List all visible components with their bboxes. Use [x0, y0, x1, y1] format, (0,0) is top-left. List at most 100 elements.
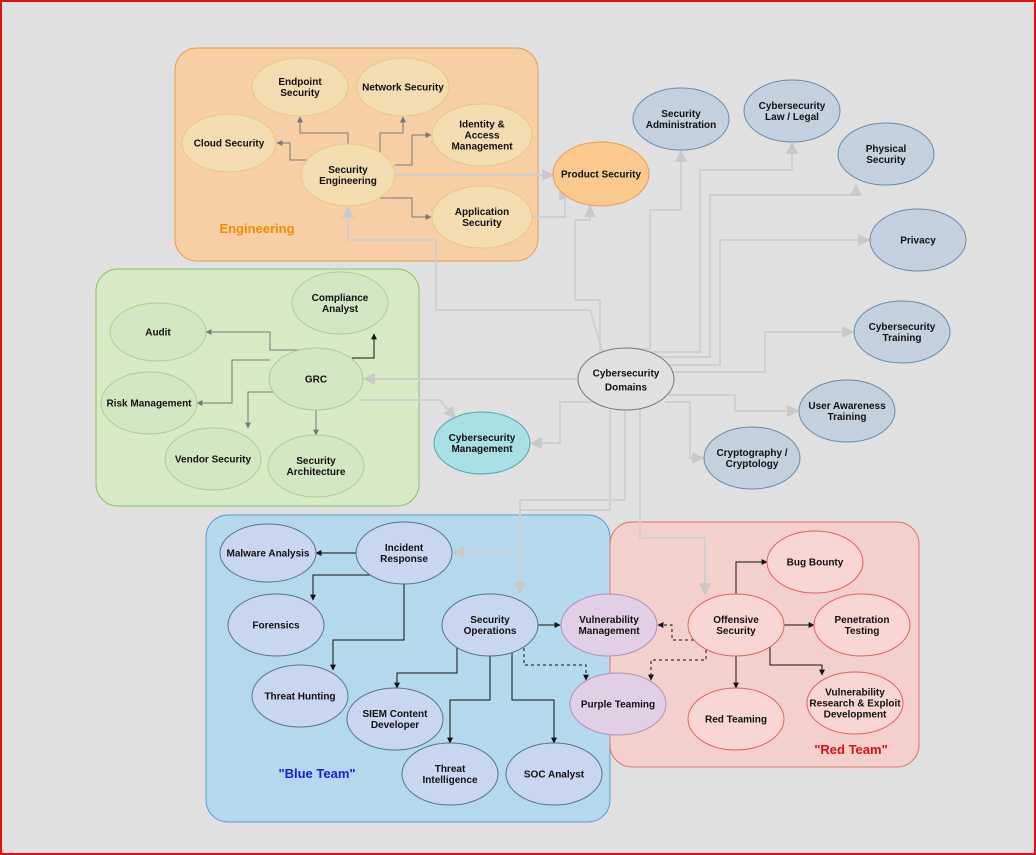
edge-seceng-iam [395, 132, 432, 166]
node-cloud[interactable]: Cloud Security [181, 113, 277, 173]
node-bounty[interactable]: Bug Bounty [766, 530, 864, 594]
node-risk[interactable]: Risk Management [100, 371, 198, 435]
edge-offsec-vulnresearch [769, 646, 825, 676]
edge-secops-ti [447, 656, 491, 744]
node-audit[interactable]: Audit [109, 302, 207, 362]
node-label-soc: SOC Analyst [524, 770, 585, 781]
edge-center-privacy [660, 234, 871, 366]
edge-center-crypto [665, 401, 705, 464]
edge-secops-soc [511, 652, 557, 744]
edge-grcnode-audit [205, 329, 300, 351]
node-label-vendor: Vendor Security [175, 455, 252, 466]
edge-center-secops [514, 411, 626, 595]
group-label-red: "Red Team" [814, 742, 888, 757]
node-label-bounty: Bug Bounty [787, 558, 844, 569]
node-label-cloud: Cloud Security [194, 139, 265, 150]
node-label-audit: Audit [145, 328, 171, 339]
node-grcnode[interactable]: GRC [268, 347, 364, 411]
edge-secops-siem [394, 647, 458, 689]
node-label-redteam: Red Teaming [705, 715, 767, 726]
node-label-risk: Risk Management [106, 399, 192, 410]
node-network[interactable]: Network Security [356, 57, 450, 117]
node-label-grcnode: GRC [305, 375, 327, 386]
node-forensics[interactable]: Forensics [227, 593, 325, 657]
edge-center-training [670, 326, 855, 373]
node-product[interactable]: Product Security [552, 141, 650, 207]
edge-grcnode-vendor [245, 391, 275, 429]
edge-offsec-purple [648, 650, 707, 681]
node-soc[interactable]: SOC Analyst [505, 742, 603, 806]
edge-center-awareness [668, 394, 800, 417]
node-label-product: Product Security [561, 170, 641, 181]
edge-center-law [640, 141, 798, 353]
group-label-engineering: Engineering [219, 221, 294, 236]
node-label-network: Network Security [362, 83, 444, 94]
group-blue: "Blue Team" [205, 514, 611, 823]
node-label-crypto: Cryptography /Cryptology [716, 448, 787, 470]
node-redteam[interactable]: Red Teaming [687, 687, 785, 751]
node-malware[interactable]: Malware Analysis [219, 523, 317, 583]
node-label-forensics: Forensics [252, 621, 300, 632]
node-purple[interactable]: Purple Teaming [569, 672, 667, 736]
edge-ir-hunting [330, 584, 405, 671]
edge-center-physical [650, 183, 862, 358]
node-vendor[interactable]: Vendor Security [164, 427, 262, 491]
node-crypto[interactable]: Cryptography /Cryptology [703, 426, 801, 490]
edge-center-secadmin [635, 149, 687, 350]
group-label-blue: "Blue Team" [278, 766, 355, 781]
edge-grcnode-cybermgmt [360, 399, 456, 419]
edge-offsec-vulnmgmt [657, 622, 700, 641]
edge-grcnode-risk [196, 359, 270, 406]
edge-center-offsec [639, 409, 711, 596]
edge-center-product [574, 204, 601, 366]
edge-ir-forensics [310, 574, 370, 601]
node-hunting[interactable]: Threat Hunting [251, 664, 349, 728]
node-privacy[interactable]: Privacy [869, 208, 967, 272]
edge-grcnode-compliance [352, 333, 377, 359]
node-label-privacy: Privacy [900, 236, 936, 247]
edge-secops-purple [523, 648, 589, 681]
edge-seceng-appsec [380, 197, 432, 220]
